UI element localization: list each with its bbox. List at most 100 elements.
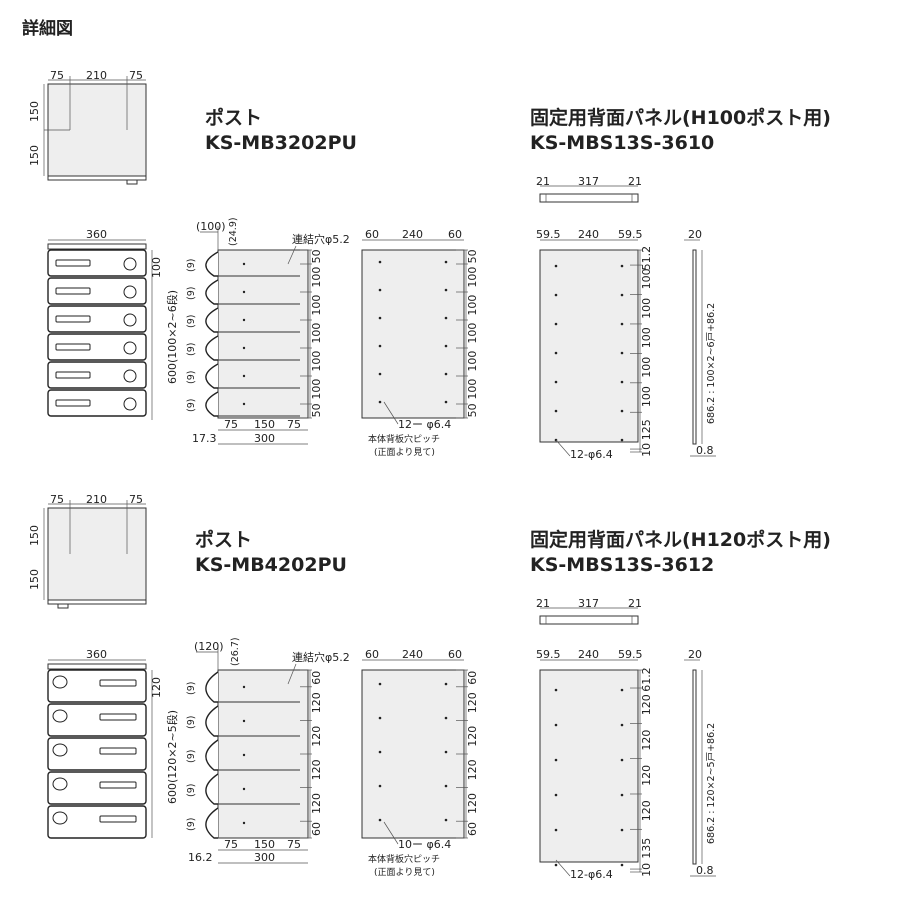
dim-value: 60 <box>310 822 323 836</box>
dim-value: 120 <box>466 793 479 814</box>
front-height-dim-1: 600(100×2~6段) <box>165 290 179 384</box>
side-top2-2: (26.7) <box>230 637 241 666</box>
mount-hole <box>620 723 624 727</box>
top-dim-w2: 210 <box>86 69 107 82</box>
side-angle-label: (9) <box>186 750 197 763</box>
mail-slot <box>55 343 91 351</box>
fixpanel-top-b-1: 240 <box>578 228 599 241</box>
mount-hole <box>620 264 624 268</box>
mount-hole <box>378 716 382 720</box>
side-angle-label: (9) <box>186 287 197 300</box>
top2-dim-h1: 150 <box>28 525 41 546</box>
dim-value: 50 <box>466 249 479 263</box>
mount-hole <box>554 409 558 413</box>
mailbox-door <box>47 389 147 417</box>
side-angle-label: (9) <box>186 315 197 328</box>
bolt-hole <box>242 402 246 406</box>
edge-top-2: 20 <box>688 648 702 661</box>
mount-hole <box>620 688 624 692</box>
mount-hole <box>444 344 448 348</box>
door-fin <box>205 739 219 771</box>
mount-hole <box>620 322 624 326</box>
dim-value: 100 <box>640 268 653 289</box>
mount-hole <box>554 351 558 355</box>
mount-hole <box>554 723 558 727</box>
top2-dim-w2: 210 <box>86 493 107 506</box>
door-fin <box>205 705 219 737</box>
dim-value: 60 <box>466 671 479 685</box>
strip-dim-right-2: 21 <box>628 597 642 610</box>
side-bottom-total-2: 300 <box>254 851 275 864</box>
back-note1-1: 本体背板穴ピッチ <box>368 433 440 445</box>
mount-hole <box>554 264 558 268</box>
front-top-dim-2: 120 <box>150 677 163 698</box>
top-dim-w1: 75 <box>50 69 64 82</box>
mount-hole <box>620 351 624 355</box>
mount-hole <box>378 344 382 348</box>
dim-value: 100 <box>466 267 479 288</box>
front-width-1: 360 <box>86 228 107 241</box>
edge-label-2: 686.2 : 120×2~5戸+86.2 <box>706 723 717 844</box>
mount-hole <box>620 793 624 797</box>
back-holes-2: 10ー φ6.4 <box>398 838 451 851</box>
dim-value: 100 <box>640 386 653 407</box>
bolt-hole <box>242 787 246 791</box>
mount-hole <box>554 793 558 797</box>
dial-lock <box>52 743 68 757</box>
dim-value: 10 <box>640 443 653 457</box>
side-bottom-c-2: 75 <box>287 838 301 851</box>
edge-bottom-2: 0.8 <box>696 864 714 877</box>
side-bottom-c-1: 75 <box>287 418 301 431</box>
fixpanel-top-c-2: 59.5 <box>618 648 643 661</box>
dim-value: 100 <box>466 323 479 344</box>
side-angle-label: (9) <box>186 818 197 831</box>
back-note2-2: (正面より見て) <box>374 867 435 878</box>
dim-value: 100 <box>466 379 479 400</box>
strip-dim-mid-2: 317 <box>578 597 599 610</box>
mount-hole <box>620 409 624 413</box>
mail-slot <box>55 287 91 295</box>
bolt-hole <box>242 318 246 322</box>
side-angle-label: (9) <box>186 682 197 695</box>
dial-lock <box>52 675 68 689</box>
section-2: 75 210 75 150 150 ポスト KS-MB4202PU 固定用背面パ… <box>28 493 831 881</box>
dim-value: 50 <box>310 403 323 417</box>
back-top-b-1: 240 <box>402 228 423 241</box>
fixpanel-holes-2: 12-φ6.4 <box>570 868 613 881</box>
dial-lock <box>123 313 137 327</box>
dim-value: 100 <box>466 295 479 316</box>
mail-slot <box>55 371 91 379</box>
mount-hole <box>620 758 624 762</box>
dim-value: 125 <box>640 419 653 440</box>
fixpanel-top-a-1: 59.5 <box>536 228 561 241</box>
mount-hole <box>620 828 624 832</box>
mount-hole <box>554 863 558 867</box>
top-dim-h1: 150 <box>28 101 41 122</box>
panel-strip-1: 21 317 21 <box>536 175 642 203</box>
dim-value: 100 <box>466 351 479 372</box>
bolt-hole <box>242 374 246 378</box>
back-top-a-2: 60 <box>365 648 379 661</box>
dim-value: 120 <box>310 793 323 814</box>
dim-value: 10 <box>640 863 653 877</box>
mount-hole <box>378 288 382 292</box>
dim-value: 100 <box>310 267 323 288</box>
dim-value: 120 <box>466 692 479 713</box>
dim-value: 60 <box>310 671 323 685</box>
dim-value: 100 <box>310 295 323 316</box>
panel-model-2: KS-MBS13S-3612 <box>530 554 714 576</box>
dim-value: 135 <box>640 838 653 859</box>
strip-dim-mid-1: 317 <box>578 175 599 188</box>
dial-lock <box>123 257 137 271</box>
mount-hole <box>620 863 624 867</box>
dim-value: 100 <box>310 323 323 344</box>
mailbox-door <box>47 333 147 361</box>
mount-hole <box>554 828 558 832</box>
dim-value: 120 <box>466 759 479 780</box>
mailbox-door <box>47 669 147 703</box>
mount-hole <box>554 758 558 762</box>
fixpanel-top-c-1: 59.5 <box>618 228 643 241</box>
dial-lock <box>123 397 137 411</box>
side-angle-label: (9) <box>186 716 197 729</box>
mount-hole <box>444 400 448 404</box>
